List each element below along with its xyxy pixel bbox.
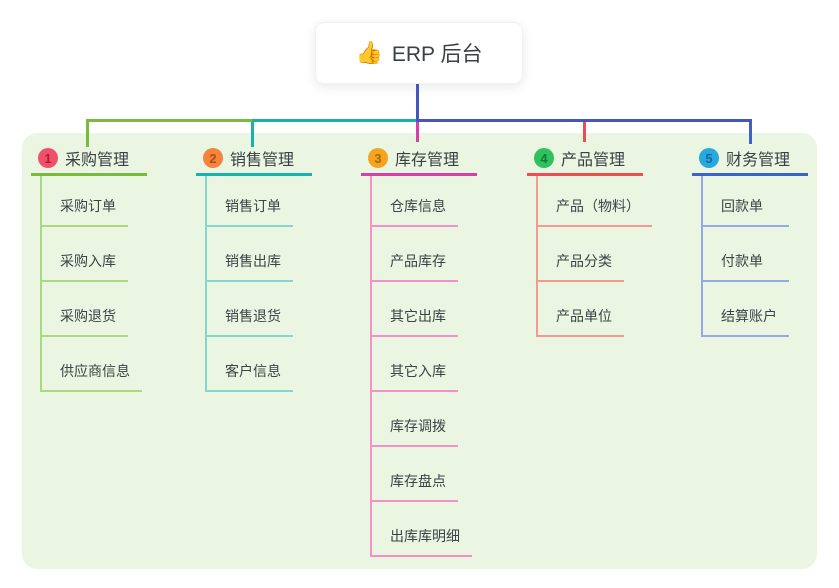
child-node[interactable]: 销售出库 [207, 227, 293, 282]
branch-label: 财务管理 [726, 152, 791, 169]
branch-number-badge: 5 [699, 148, 719, 168]
child-label: 付款单 [721, 253, 763, 269]
child-node[interactable]: 结算账户 [703, 282, 789, 337]
branch-product-management: 4 产品管理 产品（物料） 产品分类 产品单位 [527, 145, 652, 337]
child-label: 仓库信息 [390, 198, 446, 214]
child-node[interactable]: 产品分类 [538, 227, 624, 282]
thumbs-up-icon: 👍 [355, 40, 383, 65]
connector-drop-inventory [416, 122, 419, 142]
child-node[interactable]: 仓库信息 [372, 176, 458, 227]
connector-drop-finance [749, 120, 752, 144]
branch-purchase-management: 1 采购管理 采购订单 采购入库 采购退货 供应商信息 [31, 145, 147, 392]
child-label: 销售出库 [225, 253, 281, 269]
branch-node-product[interactable]: 4 产品管理 [527, 145, 643, 176]
branch-children: 产品（物料） 产品分类 产品单位 [536, 176, 652, 337]
child-node[interactable]: 出库库明细 [372, 502, 472, 557]
child-node[interactable]: 其它入库 [372, 337, 458, 392]
child-node[interactable]: 客户信息 [207, 337, 293, 392]
connector-drop-purchase [86, 120, 89, 147]
branch-node-finance[interactable]: 5 财务管理 [692, 145, 808, 176]
branch-node-purchase[interactable]: 1 采购管理 [31, 145, 147, 176]
child-label: 供应商信息 [60, 363, 130, 379]
child-label: 采购订单 [60, 198, 116, 214]
branch-label: 库存管理 [395, 152, 460, 169]
branch-label: 产品管理 [561, 152, 626, 169]
child-label: 销售订单 [225, 198, 281, 214]
connector-root-drop [416, 84, 419, 122]
child-node[interactable]: 产品单位 [538, 282, 624, 337]
branches-background-panel [22, 133, 817, 569]
child-label: 采购退货 [60, 308, 116, 324]
child-node[interactable]: 销售订单 [207, 176, 293, 227]
child-node[interactable]: 供应商信息 [42, 337, 142, 392]
child-label: 其它出库 [390, 308, 446, 324]
connector-bus-teal [252, 119, 418, 122]
child-label: 库存调拨 [390, 418, 446, 434]
child-label: 回款单 [721, 198, 763, 214]
connector-bus-green [86, 119, 254, 122]
child-node[interactable]: 其它出库 [372, 282, 458, 337]
child-label: 产品（物料） [556, 198, 640, 214]
branch-inventory-management: 3 库存管理 仓库信息 产品库存 其它出库 其它入库 库存调拨 库存盘点 出库库… [361, 145, 477, 557]
branch-number-badge: 2 [203, 148, 223, 168]
branch-children: 回款单 付款单 结算账户 [701, 176, 789, 337]
child-label: 出库库明细 [390, 528, 460, 544]
child-node[interactable]: 回款单 [703, 176, 789, 227]
child-label: 产品单位 [556, 308, 612, 324]
child-node[interactable]: 采购入库 [42, 227, 128, 282]
child-node[interactable]: 采购退货 [42, 282, 128, 337]
child-label: 销售退货 [225, 308, 281, 324]
child-label: 结算账户 [721, 308, 777, 324]
child-label: 产品分类 [556, 253, 612, 269]
branch-node-sales[interactable]: 2 销售管理 [196, 145, 312, 176]
branch-label: 采购管理 [65, 152, 130, 169]
child-label: 库存盘点 [390, 473, 446, 489]
child-node[interactable]: 库存调拨 [372, 392, 458, 447]
branch-node-inventory[interactable]: 3 库存管理 [361, 145, 477, 176]
connector-drop-product [583, 122, 586, 142]
connector-drop-sales [251, 120, 254, 147]
branch-finance-management: 5 财务管理 回款单 付款单 结算账户 [692, 145, 808, 337]
root-title: ERP 后台 [391, 43, 483, 66]
branch-sales-management: 2 销售管理 销售订单 销售出库 销售退货 客户信息 [196, 145, 312, 392]
child-label: 其它入库 [390, 363, 446, 379]
branch-label: 销售管理 [230, 152, 295, 169]
child-node[interactable]: 采购订单 [42, 176, 128, 227]
connector-bus-blue [416, 119, 752, 122]
child-label: 客户信息 [225, 363, 281, 379]
branch-children: 仓库信息 产品库存 其它出库 其它入库 库存调拨 库存盘点 出库库明细 [370, 176, 472, 557]
child-node[interactable]: 库存盘点 [372, 447, 458, 502]
child-node[interactable]: 产品库存 [372, 227, 458, 282]
branch-children: 采购订单 采购入库 采购退货 供应商信息 [40, 176, 142, 392]
child-node[interactable]: 产品（物料） [538, 176, 652, 227]
child-label: 产品库存 [390, 253, 446, 269]
branch-number-badge: 3 [368, 148, 388, 168]
child-node[interactable]: 付款单 [703, 227, 789, 282]
child-node[interactable]: 销售退货 [207, 282, 293, 337]
child-label: 采购入库 [60, 253, 116, 269]
root-node-erp[interactable]: 👍 ERP 后台 [315, 22, 523, 84]
branch-children: 销售订单 销售出库 销售退货 客户信息 [205, 176, 293, 392]
branch-number-badge: 1 [38, 148, 58, 168]
branch-number-badge: 4 [534, 148, 554, 168]
